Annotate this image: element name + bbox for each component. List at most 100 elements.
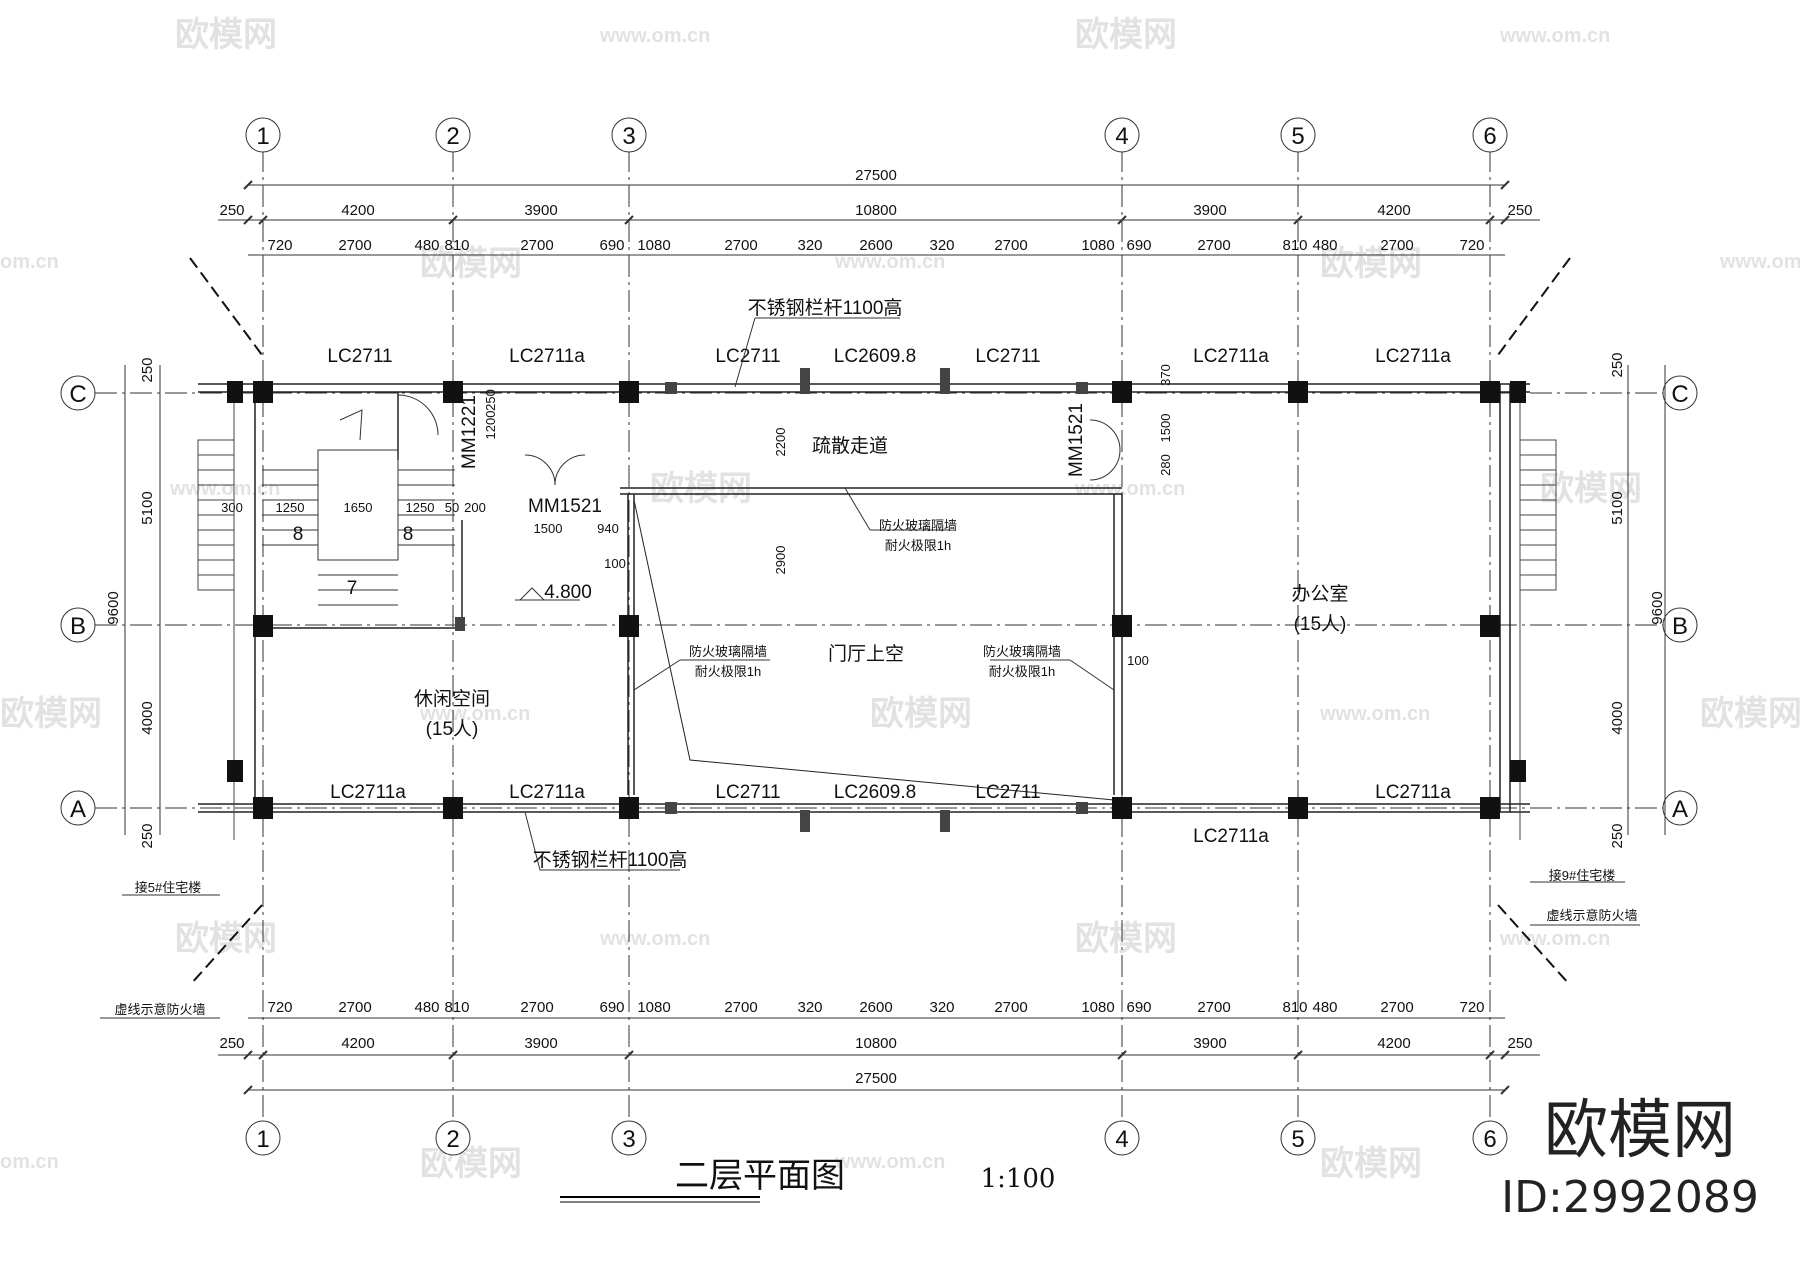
watermark-brand: 欧模网 [1700, 695, 1800, 733]
brand-id: ID:2992089 [1501, 1172, 1759, 1223]
stair-well [317, 449, 399, 561]
dim-left-part: 250 [139, 357, 156, 382]
window-label: LC2711 [327, 346, 392, 367]
axis-label: B [1672, 613, 1688, 640]
dim-opening: 2700 [724, 237, 757, 254]
dim-right-overall: 9600 [1649, 591, 1666, 624]
dim-door-sub: 1500 [534, 521, 563, 536]
dimension-left-text: 9600 250 5100 4000 250 9600 250 5100 400… [105, 352, 1666, 848]
dim-stair: 200 [464, 500, 486, 515]
dim-bay: 250 [219, 1035, 244, 1052]
watermark-url: om.cn [0, 1151, 59, 1173]
column [253, 615, 273, 637]
watermark-url: www.om.cn [419, 703, 530, 725]
column [1112, 381, 1132, 403]
dim-bay: 3900 [1193, 202, 1226, 219]
note-glass-wall: 防火玻璃隔墙 [879, 518, 957, 533]
window-label: LC2609.8 [834, 782, 916, 803]
dim-bay: 3900 [524, 202, 557, 219]
dim-stair: 1650 [344, 500, 373, 515]
dim-bay: 4200 [1377, 1035, 1410, 1052]
watermark-url: www.om.cn [1074, 478, 1185, 500]
dim-opening: 480 [1312, 237, 1337, 254]
window-label: LC2711a [1193, 346, 1269, 367]
dim-opening: 2700 [520, 999, 553, 1016]
axis-label: 5 [1291, 123, 1304, 150]
room-office-capacity: (15人) [1294, 613, 1347, 635]
room-office: 办公室 [1291, 583, 1348, 605]
dim-right-part: 250 [1609, 823, 1626, 848]
dim-stair: 1250 [406, 500, 435, 515]
dim-misc: 1200 [483, 411, 498, 440]
window-label: LC2711a [330, 782, 406, 803]
dim-opening: 720 [1459, 999, 1484, 1016]
column [1480, 615, 1500, 637]
axis-label: 1 [256, 123, 269, 150]
window-mullions [455, 368, 1088, 832]
dim-overall-top: 27500 [855, 167, 897, 184]
dimension-top-text: 27500 250 4200 3900 10800 3900 4200 250 [219, 167, 1532, 219]
watermark-brand: 欧模网 [870, 695, 972, 733]
dim-misc: 280 [1158, 454, 1173, 476]
column [253, 797, 273, 819]
axis-bubbles: 1 1 2 2 3 3 4 4 5 5 [60, 117, 1698, 1156]
dim-bay: 3900 [524, 1035, 557, 1052]
watermark-brand: 欧模网 [420, 1145, 522, 1183]
void-boundary [633, 499, 1115, 801]
dim-right-part: 5100 [1609, 491, 1626, 524]
dim-bay: 3900 [1193, 1035, 1226, 1052]
dim-overall-bottom: 27500 [855, 1070, 897, 1087]
dim-opening: 320 [929, 237, 954, 254]
dimension-bottom [218, 1017, 1540, 1095]
dim-opening: 2700 [1197, 999, 1230, 1016]
axis-bubble-4: 4 4 [1104, 117, 1140, 1156]
watermark-url: www.om.cn [599, 25, 710, 47]
dim-opening: 2700 [1380, 237, 1413, 254]
note-firewall-right: 虚线示意防火墙 [1546, 908, 1637, 923]
dim-opening: 720 [267, 237, 292, 254]
column [619, 797, 639, 819]
axis-lines [95, 150, 1665, 1120]
watermark-url: www.om.cn [1499, 928, 1610, 950]
window-label: LC2711a [1375, 782, 1451, 803]
door-label: MM1521 [1066, 403, 1087, 477]
column [1510, 381, 1526, 403]
outside-stairs [197, 393, 1557, 840]
column [443, 797, 463, 819]
axis-bubble-3: 3 3 [611, 117, 647, 1156]
axis-label: C [69, 381, 86, 408]
firewall-lines [189, 257, 1571, 986]
note-fire-rating: 耐火极限1h [989, 664, 1055, 679]
watermark-brand: 欧模网 [1075, 920, 1177, 958]
window-label: LC2711a [1193, 826, 1269, 847]
watermark-url: www.om.cn [169, 478, 280, 500]
dim-bay: 250 [1507, 1035, 1532, 1052]
door-label: MM1521 [528, 496, 602, 517]
stair-step-count: 7 [347, 578, 358, 599]
dim-opening: 1080 [1081, 237, 1114, 254]
dim-misc: 2900 [773, 546, 788, 575]
dim-opening: 480 [414, 999, 439, 1016]
dim-misc: 2200 [773, 428, 788, 457]
axis-label: 3 [622, 1126, 635, 1153]
dim-left-part: 5100 [139, 491, 156, 524]
axis-label: 6 [1483, 1126, 1496, 1153]
room-labels: 疏散走道 门厅上空 办公室 (15人) 休闲空间 (15人) [414, 435, 1349, 740]
watermark-brand: 欧模网 [0, 695, 102, 733]
axis-bubble-6: 6 6 [1472, 117, 1508, 1156]
axis-bubble-A: A A [60, 790, 1698, 826]
dim-opening: 1080 [637, 237, 670, 254]
door-label: MM1221 [459, 395, 480, 469]
dim-opening: 690 [1126, 237, 1151, 254]
window-label: LC2711 [975, 782, 1040, 803]
dim-opening: 690 [1126, 999, 1151, 1016]
watermark-url: www.om.cn [834, 251, 945, 273]
axis-label: 5 [1291, 1126, 1304, 1153]
dim-opening: 480 [1312, 999, 1337, 1016]
stair-step-count: 8 [293, 524, 304, 545]
axis-label: 1 [256, 1126, 269, 1153]
dim-opening: 720 [267, 999, 292, 1016]
dim-opening: 2700 [1380, 999, 1413, 1016]
window-label: LC2711a [509, 782, 585, 803]
column [1288, 797, 1308, 819]
